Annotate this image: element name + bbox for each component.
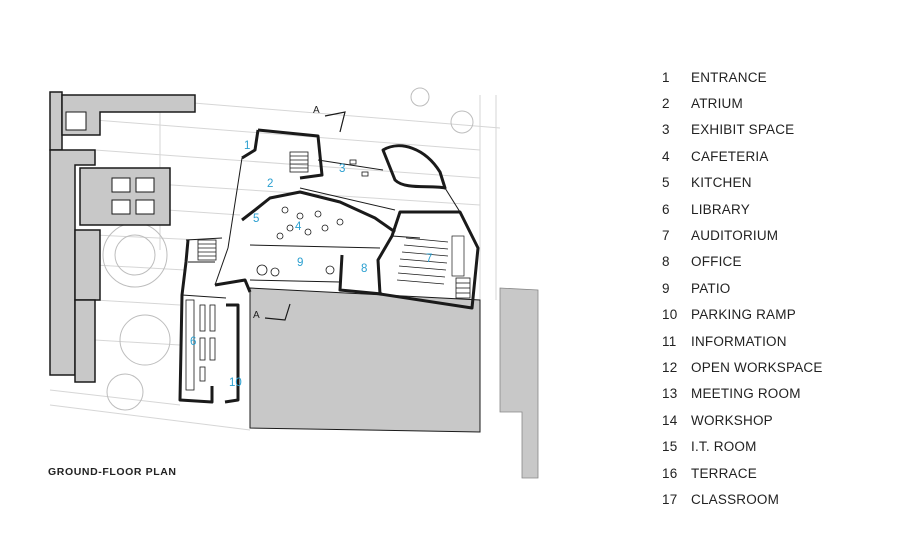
legend-item: 14 WORKSHOP — [662, 407, 823, 433]
stairs — [197, 151, 471, 299]
parking-area — [249, 287, 481, 433]
legend-number: 11 — [662, 333, 677, 349]
legend-number: 16 — [662, 465, 678, 481]
legend-label: KITCHEN — [691, 175, 752, 191]
legend-number: 7 — [662, 228, 670, 244]
cafeteria-tables — [256, 159, 369, 277]
legend-label: PATIO — [691, 280, 731, 296]
legend-item: 8 OFFICE — [662, 249, 823, 275]
room-label-1: 1 — [244, 140, 250, 152]
legend-item: 10 PARKING RAMP — [662, 302, 823, 328]
legend-item: 16 TERRACE — [662, 460, 823, 486]
legend-label: CLASSROOM — [691, 491, 780, 507]
room-label-9: 9 — [297, 257, 303, 269]
legend-item: 4 CAFETERIA — [662, 143, 823, 169]
legend-number: 3 — [662, 122, 670, 138]
room-label-4: 4 — [295, 221, 302, 233]
legend-number: 2 — [662, 96, 670, 112]
legend-item: 15 I.T. ROOM — [662, 433, 823, 459]
legend-item: 17 CLASSROOM — [662, 486, 823, 512]
legend-item: 1 ENTRANCE — [662, 64, 823, 90]
room-label-7: 7 — [426, 253, 432, 265]
legend-number: 10 — [662, 307, 678, 323]
legend-label: I.T. ROOM — [691, 439, 757, 455]
legend-number: 4 — [662, 148, 670, 164]
adjacent-lot — [499, 287, 539, 479]
legend-label: CAFETERIA — [691, 148, 769, 164]
room-label-2: 2 — [267, 178, 273, 190]
legend-item: 6 LIBRARY — [662, 196, 823, 222]
legend-label: EXHIBIT SPACE — [691, 122, 795, 138]
legend-number: 8 — [662, 254, 670, 270]
room-label-8: 8 — [361, 263, 367, 275]
legend-label: TERRACE — [691, 465, 757, 481]
legend-item: 9 PATIO — [662, 275, 823, 301]
legend-number: 13 — [662, 386, 678, 402]
legend-label: AUDITORIUM — [691, 228, 779, 244]
interior-lines — [181, 157, 461, 299]
section-label-north: A — [313, 105, 320, 116]
legend-item: 5 KITCHEN — [662, 170, 823, 196]
room-label-3: 3 — [339, 163, 345, 175]
legend-number: 14 — [662, 412, 678, 428]
legend-item: 3 EXHIBIT SPACE — [662, 117, 823, 143]
plan-title: GROUND-FLOOR PLAN — [48, 466, 177, 478]
neighbor-window-details — [65, 111, 155, 215]
room-legend: 1 ENTRANCE 2 ATRIUM 3 EXHIBIT SPACE 4 CAFETERIA… — [662, 64, 823, 513]
legend-number: 5 — [662, 175, 670, 191]
legend-label: INFORMATION — [691, 333, 787, 349]
legend-label: OFFICE — [691, 254, 742, 270]
legend-label: ENTRANCE — [691, 69, 767, 85]
legend-number: 15 — [662, 439, 678, 455]
library-shelves — [185, 299, 216, 391]
floor-plan-drawing: A A 1 2 3 4 5 6 7 8 9 10 — [49, 87, 539, 479]
legend-item: 11 INFORMATION — [662, 328, 823, 354]
legend-label: OPEN WORKSPACE — [691, 359, 823, 375]
section-label-south: A — [253, 310, 260, 321]
section-cut-marker-north — [324, 111, 346, 133]
neighbor-buildings — [49, 91, 196, 383]
room-label-6: 6 — [190, 336, 196, 348]
legend-label: LIBRARY — [691, 201, 750, 217]
room-label-10: 10 — [229, 377, 242, 389]
legend-label: WORKSHOP — [691, 412, 773, 428]
auditorium-seats — [396, 235, 465, 285]
legend-item: 13 MEETING ROOM — [662, 381, 823, 407]
legend-item: 12 OPEN WORKSPACE — [662, 354, 823, 380]
legend-item: 7 AUDITORIUM — [662, 222, 823, 248]
legend-item: 2 ATRIUM — [662, 90, 823, 116]
legend-number: 12 — [662, 359, 678, 375]
legend-label: MEETING ROOM — [691, 386, 801, 402]
legend-number: 1 — [662, 69, 670, 85]
legend-label: ATRIUM — [691, 96, 743, 112]
room-label-5: 5 — [253, 213, 259, 225]
legend-number: 17 — [662, 491, 678, 507]
section-cut-marker-south — [264, 303, 291, 321]
legend-number: 6 — [662, 201, 670, 217]
legend-number: 9 — [662, 280, 670, 296]
building-walls — [178, 128, 480, 404]
legend-label: PARKING RAMP — [691, 307, 796, 323]
